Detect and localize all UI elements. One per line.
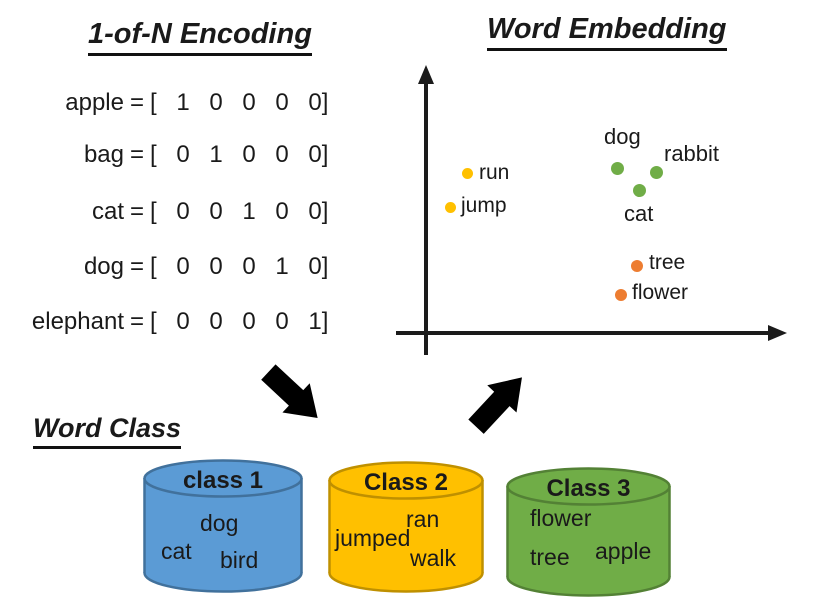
scatter-dot-jump <box>445 202 456 213</box>
point-label-jump: jump <box>461 194 507 217</box>
encoding-word: dog <box>83 253 124 280</box>
arrow-class-to-embedding-icon <box>461 363 537 440</box>
encoding-vector: [ 0 0 0 0 1] <box>150 308 329 335</box>
class1-label: class 1 <box>182 467 264 494</box>
encoding-word: elephant <box>31 308 124 335</box>
class2-label: Class 2 <box>363 469 449 496</box>
word-class-title: Word Class <box>33 413 182 449</box>
point-label-flower: flower <box>632 281 689 304</box>
class1-word-cat: cat <box>161 538 192 564</box>
point-label-run: run <box>479 161 510 184</box>
scatter-dot-tree <box>631 260 643 272</box>
encoding-vector: [ 0 0 0 1 0] <box>150 253 329 280</box>
encoding-row-cat: cat=[ 0 0 1 0 0] <box>0 197 328 227</box>
y-axis-arrowhead-icon <box>418 65 434 84</box>
equals-sign: = <box>129 308 144 335</box>
class2-word-jumped: jumped <box>335 525 411 551</box>
equals-sign: = <box>129 253 144 280</box>
class2-word-walk: walk <box>410 545 457 571</box>
cylinder-shape <box>328 461 484 593</box>
class3-cylinder: Class 3 flower tree apple <box>505 467 672 597</box>
encoding-word: apple <box>65 89 124 116</box>
cylinder-shape <box>143 459 303 593</box>
encoding-vector: [ 0 0 1 0 0] <box>150 198 329 225</box>
point-label-rabbit: rabbit <box>664 141 720 166</box>
equals-sign: = <box>129 198 144 225</box>
scatter-dot-flower <box>615 289 627 301</box>
class3-word-flower: flower <box>530 505 592 531</box>
scatter-dot-cat <box>633 184 646 197</box>
scatter-dot-dog <box>611 162 624 175</box>
embedding-title: Word Embedding <box>487 13 727 51</box>
class3-label: Class 3 <box>546 475 631 502</box>
point-label-tree: tree <box>649 251 686 274</box>
equals-sign: = <box>129 141 144 168</box>
encoding-word: cat <box>91 198 124 225</box>
encoding-row-bag: bag=[ 0 1 0 0 0] <box>0 140 328 170</box>
class3-word-tree: tree <box>530 544 570 570</box>
cylinder-shape <box>506 467 671 597</box>
class2-word-ran: ran <box>406 506 440 532</box>
encoding-word: bag <box>83 141 124 168</box>
encoding-row-dog: dog=[ 0 0 0 1 0] <box>0 252 328 282</box>
encoding-title: 1-of-N Encoding <box>88 18 312 56</box>
equals-sign: = <box>129 89 144 116</box>
point-label-dog: dog <box>604 124 641 149</box>
encoding-vector: [ 1 0 0 0 0] <box>150 89 329 116</box>
x-axis-arrowhead-icon <box>768 325 787 341</box>
scatter-dot-rabbit <box>650 166 663 179</box>
embedding-axes <box>396 65 787 355</box>
encoding-row-apple: apple=[ 1 0 0 0 0] <box>0 88 328 118</box>
encoding-vector: [ 0 1 0 0 0] <box>150 141 329 168</box>
class2-cylinder: Class 2 ran jumped walk <box>327 461 485 593</box>
class1-word-dog: dog <box>200 510 239 536</box>
class3-word-apple: apple <box>595 538 652 564</box>
encoding-row-elephant: elephant=[ 0 0 0 0 1] <box>0 307 329 337</box>
class1-word-bird: bird <box>220 547 259 573</box>
point-label-cat: cat <box>624 201 654 226</box>
arrow-encoding-to-class-icon <box>254 357 331 433</box>
scatter-dot-run <box>462 168 473 179</box>
class1-cylinder: class 1 dog cat bird <box>142 459 304 593</box>
